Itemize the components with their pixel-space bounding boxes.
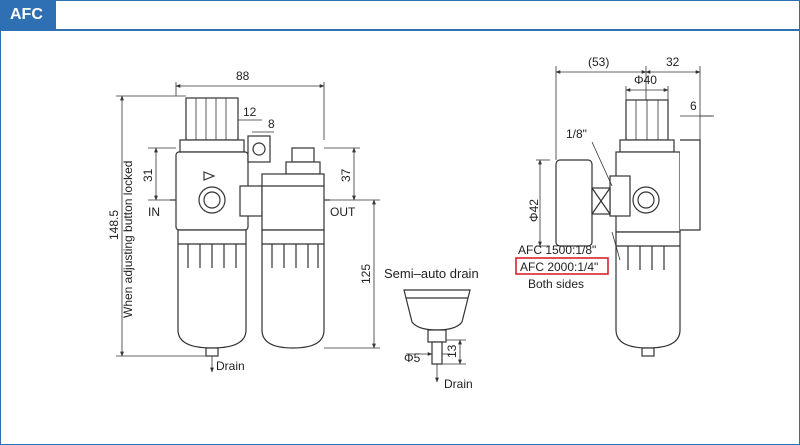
drain-detail-label: Drain [444,377,473,391]
dim-13: 13 [445,344,459,358]
in-label: IN [148,205,160,219]
out-label: OUT [330,205,356,219]
port-note-2: AFC 2000:1/4" [520,260,598,274]
lubricator-bowl [261,229,325,349]
highlight-box [515,257,609,275]
dim-phi40: Φ40 [634,73,657,87]
side-view-dimensions [536,66,714,261]
front-view-dimensions [116,82,380,373]
side-gauge [555,159,593,247]
drain-label: Drain [216,359,245,373]
drain-detail [403,289,471,365]
lock-ring [179,139,245,153]
dim-8: 8 [268,117,275,131]
header-rule [56,29,800,31]
side-bracket [680,139,701,231]
dim-32: 32 [666,55,680,69]
dim-31: 31 [141,168,155,182]
front-view [170,97,330,357]
port-note-3: Both sides [528,277,584,291]
dim-phi5: Φ5 [404,351,421,365]
dim-53: (53) [588,55,609,69]
drain-detail-dimensions [406,339,466,383]
gauge-block [239,185,263,217]
dim-88: 88 [236,69,250,83]
regulator-knob [185,97,239,141]
port-note-1: AFC 1500:1/8" [518,243,596,257]
lubricator-cap [291,147,315,163]
dim-port: 1/8" [566,127,587,141]
lubricator-body [261,173,325,231]
drain-detail-title: Semi–auto drain [384,266,479,281]
drain-bowl [403,289,471,331]
model-tab-label: AFC [10,6,43,23]
dim-148: 148.5 [107,210,121,240]
dim-12: 12 [243,105,257,119]
adjust-note: When adjusting button locked [121,161,135,318]
side-view [555,99,701,357]
dim-125: 125 [359,264,373,284]
dim-phi42: Φ42 [527,199,541,222]
model-tab: AFC [1,1,56,31]
side-bowl [615,231,681,349]
dim-6: 6 [690,99,697,113]
dim-37: 37 [339,168,353,182]
